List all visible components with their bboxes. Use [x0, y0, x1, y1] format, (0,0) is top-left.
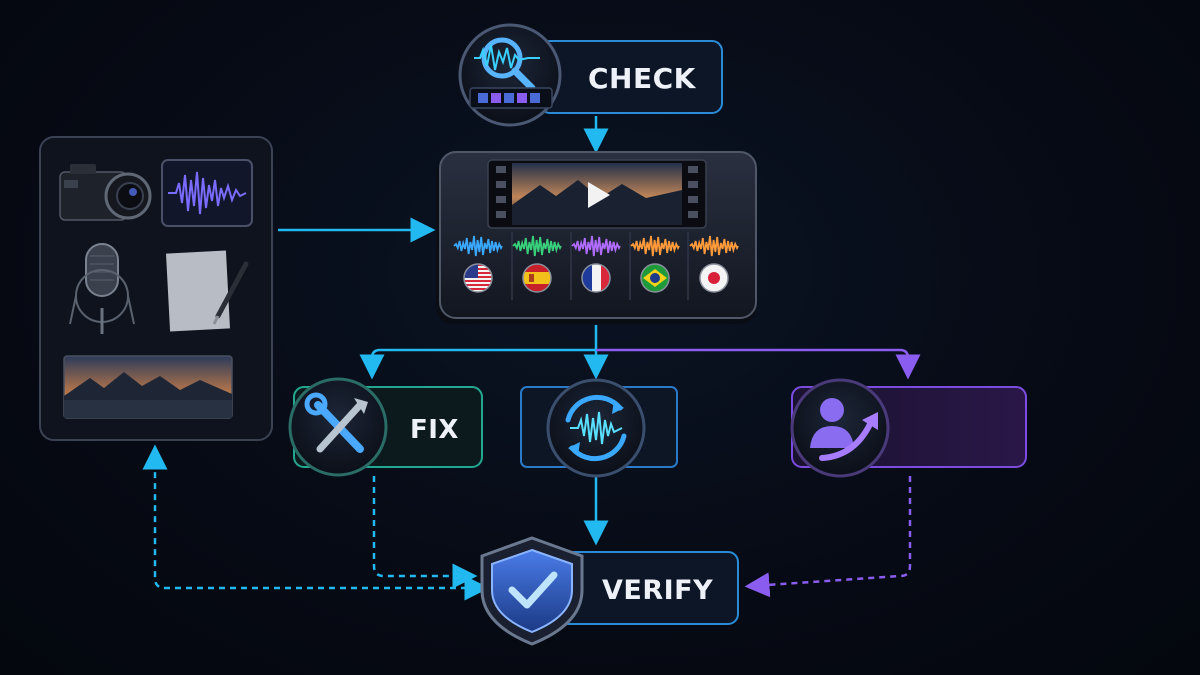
magnifier-waveform-icon: [469, 37, 553, 109]
sync-node[interactable]: [520, 378, 678, 478]
track-waveform-br: [630, 235, 680, 257]
shield-check-icon: [480, 536, 584, 646]
flag-us-icon: [464, 264, 492, 292]
check-label: CHECK: [588, 62, 697, 95]
sync-waveform-icon: [565, 394, 627, 462]
microphone-icon: [69, 243, 135, 334]
arrow-fix-to-verify: [372, 476, 478, 589]
language-track-jp[interactable]: [689, 235, 739, 293]
source-assets-panel: [39, 136, 273, 441]
video-preview: [487, 159, 707, 229]
arrow-verify-to-sources: [142, 444, 478, 590]
track-waveform-fr: [571, 235, 621, 257]
branch-left: [359, 348, 596, 380]
check-node[interactable]: CHECK: [458, 23, 723, 127]
film-strip-left: [496, 166, 506, 218]
landscape-image-icon: [63, 355, 233, 419]
play-icon: [588, 182, 610, 208]
flag-jp-icon: [700, 264, 728, 292]
verify-node[interactable]: VERIFY: [480, 536, 739, 646]
fix-node[interactable]: FIX: [288, 377, 483, 477]
track-waveform-jp: [689, 235, 739, 257]
film-strip-right: [688, 166, 698, 218]
editor-device: [436, 151, 757, 324]
fix-label: FIX: [410, 415, 459, 445]
flag-br-icon: [641, 264, 669, 292]
language-track-us[interactable]: [453, 235, 503, 293]
arrow-user-to-verify: [744, 476, 912, 598]
branch-right: [596, 348, 921, 380]
flag-es-icon: [523, 264, 551, 292]
camera-icon: [59, 164, 152, 221]
user-upgrade-node[interactable]: [790, 378, 1027, 478]
user-arrow-icon: [810, 398, 878, 461]
waveform-icon: [161, 159, 253, 227]
language-track-es[interactable]: [512, 235, 562, 293]
track-waveform-es: [512, 235, 562, 257]
connectors: [142, 116, 921, 601]
language-track-fr[interactable]: [571, 235, 621, 293]
language-track-br[interactable]: [630, 235, 680, 293]
language-tracks: [453, 235, 739, 293]
track-waveform-us: [453, 235, 503, 257]
sync-icon-circle: [546, 378, 646, 478]
tools-icon: [304, 392, 368, 453]
script-note-icon: [166, 250, 249, 332]
flag-fr-icon: [582, 264, 610, 292]
verify-label: VERIFY: [602, 575, 713, 606]
